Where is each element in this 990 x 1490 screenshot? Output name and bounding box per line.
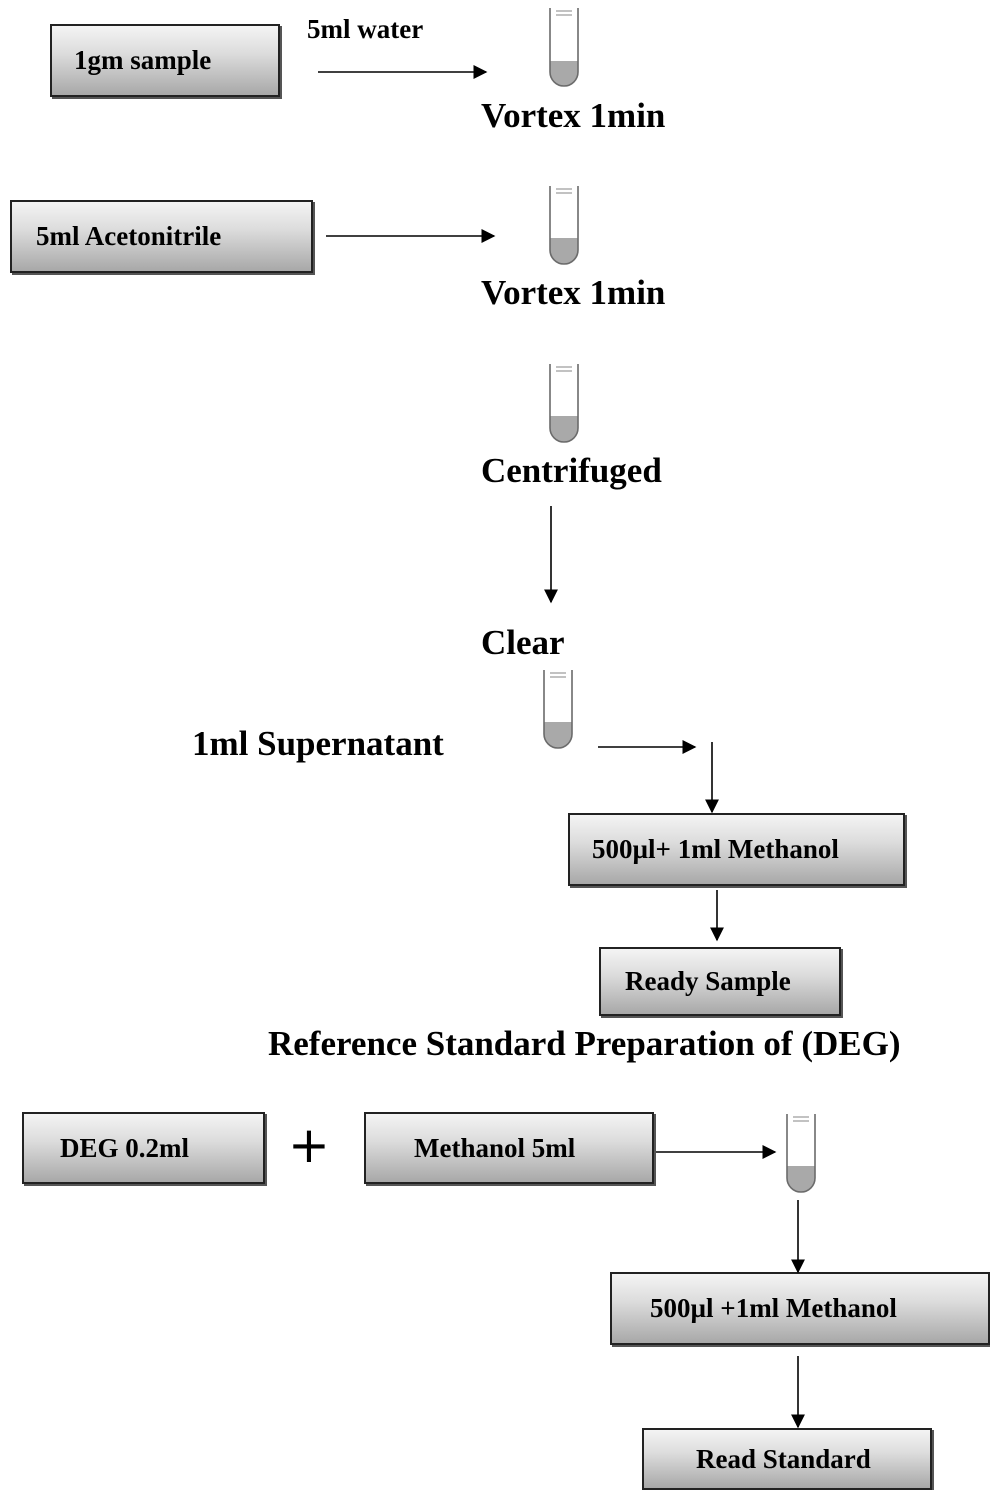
clear-label: Clear [481,623,565,662]
test-tube-icon [543,670,573,749]
vortex-label-1: Vortex 1min [481,96,666,135]
test-tube-icon [549,8,579,87]
water-label: 5ml water [307,14,424,44]
sample-box-label: 1gm sample [74,45,212,75]
methanol-5ml-box-label: Methanol 5ml [414,1132,576,1163]
read-standard-label: Read Standard [696,1443,871,1474]
reference-heading: Reference Standard Preparation of (DEG) [268,1024,901,1063]
methanol-5ml-box: Methanol 5ml [364,1112,654,1184]
acetonitrile-box: 5ml Acetonitrile [10,200,313,273]
test-tube-icon [549,364,579,443]
vortex-label-2: Vortex 1min [481,273,666,312]
methanol-mix-box-standard: 500µl +1ml Methanol [610,1272,990,1345]
acetonitrile-box-label: 5ml Acetonitrile [36,221,222,251]
methanol-mix-box-sample: 500µl+ 1ml Methanol [568,813,905,886]
methanol-mix-box-sample-label: 500µl+ 1ml Methanol [592,834,839,864]
plus-sign: + [288,1116,330,1174]
ready-sample-label: Ready Sample [625,966,791,996]
methanol-mix-box-standard-label: 500µl +1ml Methanol [650,1293,897,1323]
centrifuged-label: Centrifuged [481,451,662,490]
ready-sample-box: Ready Sample [599,947,841,1016]
deg-box: DEG 0.2ml [22,1112,265,1184]
read-standard-box: Read Standard [642,1428,932,1490]
test-tube-icon [549,186,579,265]
test-tube-icon [786,1114,816,1193]
supernatant-label: 1ml Supernatant [192,724,444,763]
sample-box: 1gm sample [50,24,280,97]
deg-box-label: DEG 0.2ml [60,1132,190,1163]
